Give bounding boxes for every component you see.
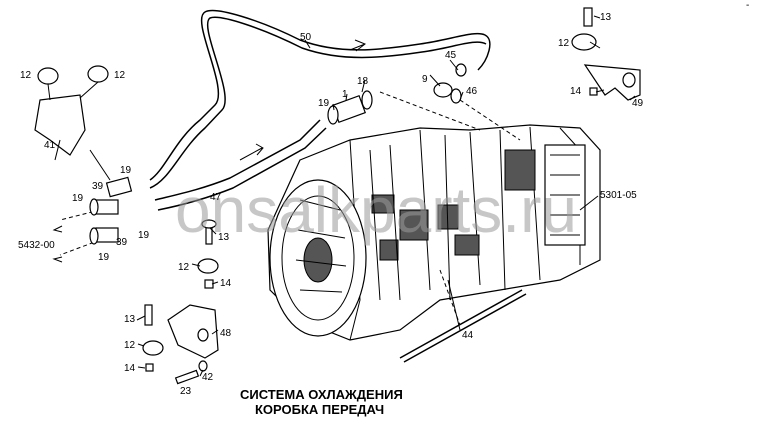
callout-39-b: 39 bbox=[116, 237, 128, 248]
callout-44: 44 bbox=[462, 330, 474, 341]
corner-mark: ‑ bbox=[746, 0, 749, 11]
leader-lines bbox=[54, 15, 636, 377]
callout-19-c: 19 bbox=[72, 193, 84, 204]
callout-45: 45 bbox=[445, 50, 457, 61]
mid-fasteners bbox=[197, 219, 219, 289]
pipe-47 bbox=[154, 119, 327, 211]
callout-14-low: 14 bbox=[124, 363, 136, 374]
callout-47: 47 bbox=[210, 192, 222, 203]
callout-39-a: 39 bbox=[92, 181, 104, 192]
callout-48: 48 bbox=[220, 328, 232, 339]
callout-14-mid: 14 bbox=[220, 278, 232, 289]
left-connectors bbox=[89, 176, 133, 245]
callout-5301-05: 5301-05 bbox=[600, 190, 637, 201]
callout-12-mid: 12 bbox=[178, 262, 190, 273]
callout-13-top: 13 bbox=[600, 12, 612, 23]
diagram-title-line1: СИСТЕМА ОХЛАЖДЕНИЯ bbox=[240, 387, 403, 402]
callout-19-e: 19 bbox=[98, 252, 110, 263]
callout-19-b: 19 bbox=[120, 165, 132, 176]
callout-18: 18 bbox=[357, 76, 369, 87]
rod-44 bbox=[399, 289, 527, 363]
hose-1-and-clamps bbox=[327, 63, 467, 125]
callout-19-top: 19 bbox=[318, 98, 330, 109]
bracket-48 bbox=[142, 304, 219, 385]
callout-12-left: 12 bbox=[20, 70, 32, 81]
bracket-49 bbox=[571, 7, 641, 101]
callout-42: 42 bbox=[202, 372, 214, 383]
callout-labels: 50 13 12 12 12 45 9 46 18 1 19 14 49 41 … bbox=[18, 0, 749, 397]
callout-9: 9 bbox=[422, 74, 428, 85]
callout-46: 46 bbox=[466, 86, 478, 97]
callout-12-left2: 12 bbox=[114, 70, 126, 81]
callout-5432-00: 5432-00 bbox=[18, 240, 55, 251]
callout-41: 41 bbox=[44, 140, 56, 151]
callout-49: 49 bbox=[632, 98, 644, 109]
callout-1: 1 bbox=[342, 89, 348, 100]
callout-19-d: 19 bbox=[138, 230, 150, 241]
pipe-50 bbox=[149, 9, 491, 189]
callout-13-low: 13 bbox=[124, 314, 136, 325]
diagram-title-line2: КОРОБКА ПЕРЕДАЧ bbox=[255, 402, 384, 417]
callout-13-mid: 13 bbox=[218, 232, 230, 243]
gearbox-assembly bbox=[267, 124, 601, 341]
callout-14-top: 14 bbox=[570, 86, 582, 97]
callout-12-top: 12 bbox=[558, 38, 570, 49]
left-arrow-icons bbox=[52, 225, 63, 263]
bracket-41 bbox=[34, 65, 109, 156]
callout-23: 23 bbox=[180, 386, 192, 397]
watermark-text: onsalkparts.ru bbox=[175, 174, 577, 246]
callout-50: 50 bbox=[300, 32, 312, 43]
callout-12-low: 12 bbox=[124, 340, 136, 351]
